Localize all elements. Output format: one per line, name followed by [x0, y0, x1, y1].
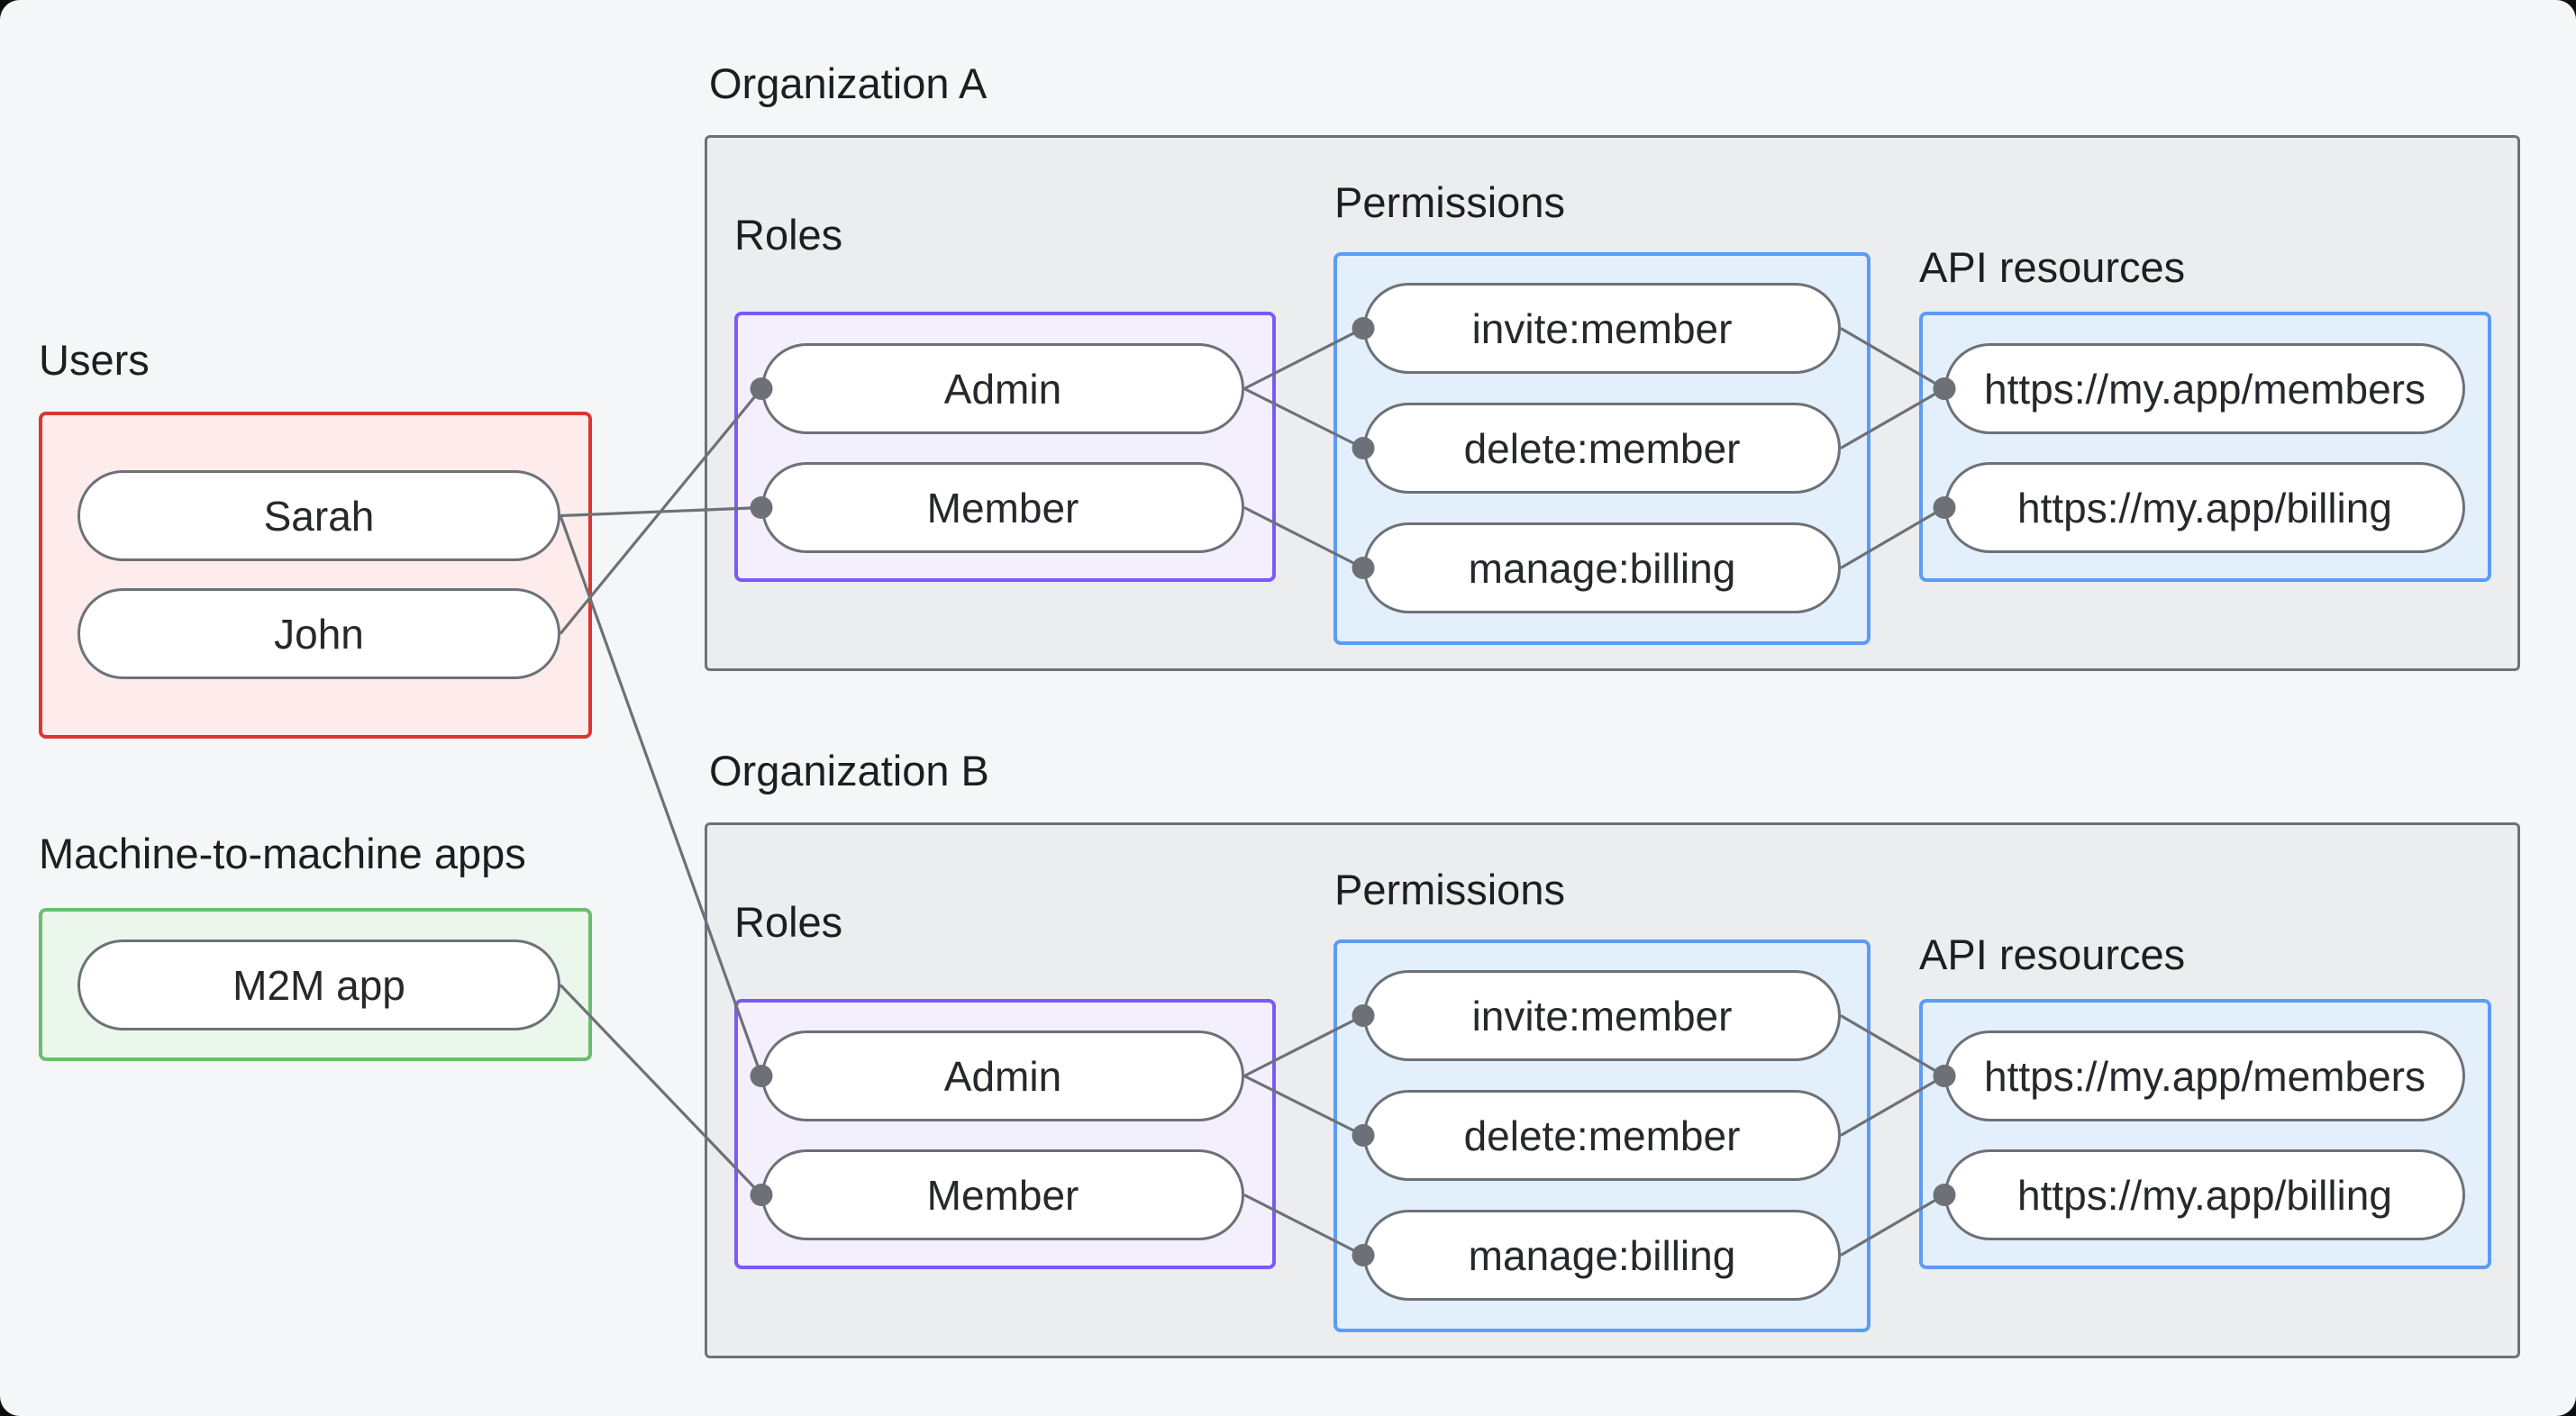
node-role-admin: Admin	[761, 1030, 1244, 1121]
node-permission-manage-billing: manage:billing	[1363, 1210, 1841, 1301]
node-label: https://my.app/members	[1984, 1052, 2426, 1100]
node-permission-invite-member: invite:member	[1363, 283, 1841, 374]
node-m2m-app: M2M app	[77, 939, 560, 1030]
api-resources-label: API resources	[1919, 930, 2186, 978]
node-permission-invite-member: invite:member	[1363, 970, 1841, 1061]
node-api-members: https://my.app/members	[1944, 343, 2465, 434]
node-label: Member	[926, 484, 1079, 531]
node-permission-delete-member: delete:member	[1363, 403, 1841, 494]
organization-b-box: Organization B Roles Admin Member Permis…	[705, 747, 2520, 1358]
users-group-label: Users	[39, 336, 150, 384]
permissions-label: Permissions	[1334, 178, 1565, 226]
node-label: https://my.app/members	[1984, 365, 2426, 413]
node-label: https://my.app/billing	[2017, 1171, 2392, 1219]
organization-a-title: Organization A	[709, 59, 988, 107]
node-role-admin: Admin	[761, 343, 1244, 434]
organization-a-box: Organization A Roles Admin Member Permis…	[705, 59, 2520, 671]
node-label: Sarah	[263, 492, 375, 540]
node-label: Admin	[943, 365, 1062, 413]
roles-label: Roles	[734, 898, 843, 946]
node-permission-delete-member: delete:member	[1363, 1090, 1841, 1181]
node-role-member: Member	[761, 1149, 1244, 1240]
node-user-john: John	[77, 588, 560, 679]
node-label: Member	[926, 1171, 1079, 1219]
node-label: manage:billing	[1468, 544, 1736, 592]
node-label: delete:member	[1463, 424, 1741, 472]
node-label: https://my.app/billing	[2017, 484, 2392, 531]
api-resources-label: API resources	[1919, 243, 2186, 291]
node-api-billing: https://my.app/billing	[1944, 462, 2465, 553]
permissions-label: Permissions	[1334, 866, 1565, 913]
node-label: invite:member	[1471, 304, 1733, 352]
node-label: M2M app	[232, 961, 405, 1009]
node-label: invite:member	[1471, 992, 1733, 1039]
node-label: Admin	[943, 1052, 1062, 1100]
node-user-sarah: Sarah	[77, 470, 560, 561]
node-api-members: https://my.app/members	[1944, 1030, 2465, 1121]
organization-b-title: Organization B	[709, 747, 989, 794]
node-label: manage:billing	[1468, 1231, 1736, 1279]
node-label: delete:member	[1463, 1112, 1741, 1159]
node-api-billing: https://my.app/billing	[1944, 1149, 2465, 1240]
node-label: John	[274, 610, 364, 658]
users-group-box	[39, 412, 592, 739]
node-role-member: Member	[761, 462, 1244, 553]
m2m-group-label: Machine-to-machine apps	[39, 830, 526, 877]
roles-label: Roles	[734, 211, 843, 259]
node-permission-manage-billing: manage:billing	[1363, 522, 1841, 613]
